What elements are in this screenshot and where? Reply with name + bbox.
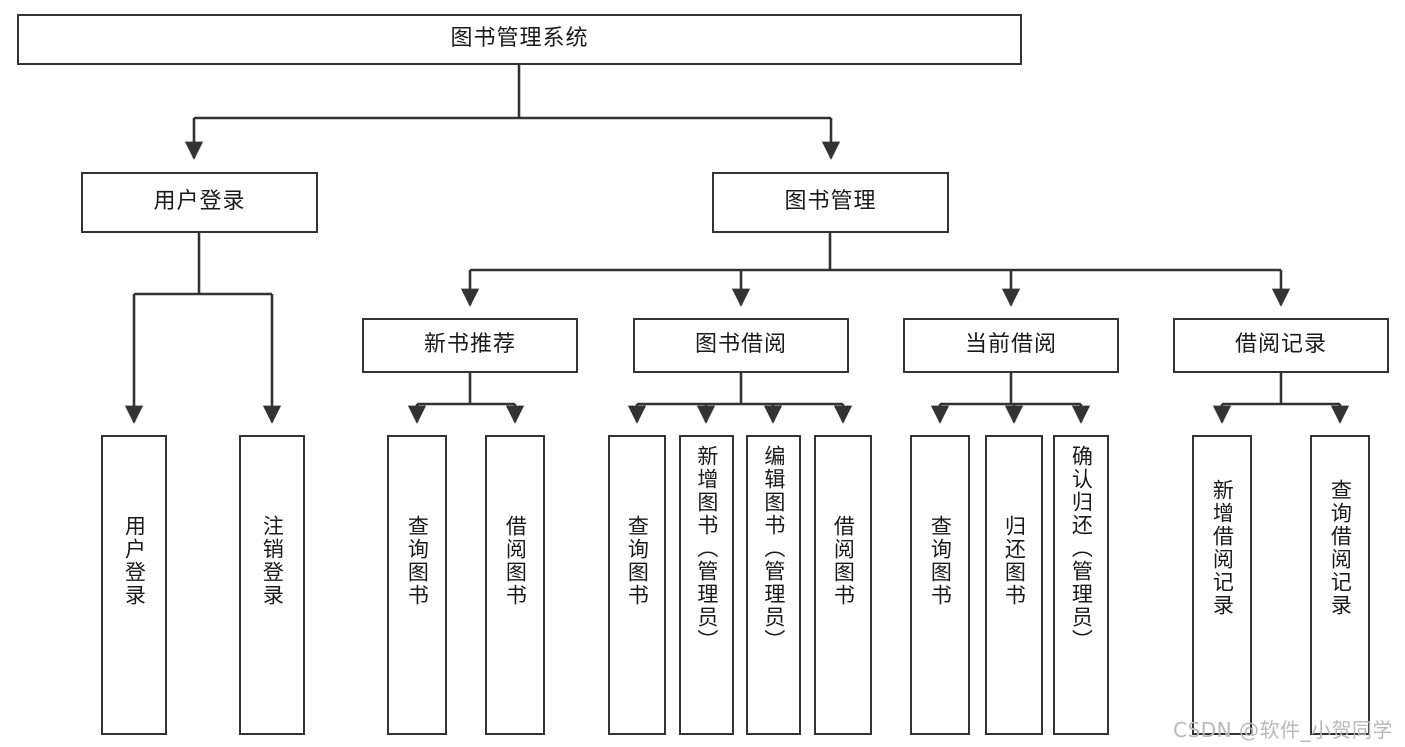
node-leaf-logout[interactable]: 注销登录	[239, 435, 305, 735]
node-leaf-cb-confirm-return[interactable]: 确认归还（管理员）	[1053, 435, 1109, 735]
node-root[interactable]: 图书管理系统	[17, 14, 1022, 65]
node-leaf-bw-edit-book-label: 编辑图书（管理员）	[761, 445, 786, 652]
node-leaf-bw-query-book-label: 查询图书	[625, 515, 650, 607]
node-leaf-br-add-record[interactable]: 新增借阅记录	[1192, 435, 1252, 735]
node-borrow-record[interactable]: 借阅记录	[1173, 318, 1389, 373]
node-book-manage-label: 图书管理	[784, 189, 877, 215]
node-leaf-cb-return-book[interactable]: 归还图书	[985, 435, 1043, 735]
node-leaf-br-query-record[interactable]: 查询借阅记录	[1310, 435, 1370, 735]
node-leaf-bw-add-book-label: 新增图书（管理员）	[694, 445, 719, 652]
node-book-borrow[interactable]: 图书借阅	[633, 318, 849, 373]
watermark: CSDN @软件_小贺同学	[1173, 718, 1393, 742]
node-leaf-bw-query-book[interactable]: 查询图书	[608, 435, 666, 735]
node-leaf-bw-borrow-book[interactable]: 借阅图书	[814, 435, 872, 735]
node-book-manage[interactable]: 图书管理	[712, 172, 949, 233]
node-borrow-record-label: 借阅记录	[1234, 332, 1327, 358]
node-new-book-rec[interactable]: 新书推荐	[362, 318, 578, 373]
node-leaf-cb-confirm-return-label: 确认归还（管理员）	[1069, 445, 1094, 652]
node-book-borrow-label: 图书借阅	[694, 332, 787, 358]
node-leaf-rec-query-book[interactable]: 查询图书	[387, 435, 447, 735]
node-leaf-user-login[interactable]: 用户登录	[101, 435, 167, 735]
node-leaf-bw-edit-book[interactable]: 编辑图书（管理员）	[746, 435, 801, 735]
node-leaf-logout-label: 注销登录	[260, 515, 285, 607]
node-leaf-rec-borrow-book[interactable]: 借阅图书	[485, 435, 545, 735]
node-leaf-cb-query-book-label: 查询图书	[928, 515, 953, 607]
node-leaf-user-login-label: 用户登录	[122, 515, 147, 607]
node-leaf-br-query-record-label: 查询借阅记录	[1328, 479, 1353, 617]
node-leaf-rec-borrow-book-label: 借阅图书	[503, 515, 528, 607]
node-leaf-cb-query-book[interactable]: 查询图书	[910, 435, 970, 735]
node-user-login[interactable]: 用户登录	[81, 172, 318, 233]
node-leaf-cb-return-book-label: 归还图书	[1002, 515, 1027, 607]
node-leaf-bw-borrow-book-label: 借阅图书	[831, 515, 856, 607]
node-leaf-br-add-record-label: 新增借阅记录	[1210, 479, 1235, 617]
node-current-borrow[interactable]: 当前借阅	[903, 318, 1119, 373]
node-leaf-bw-add-book[interactable]: 新增图书（管理员）	[679, 435, 734, 735]
node-root-label: 图书管理系统	[450, 26, 589, 52]
node-user-login-label: 用户登录	[153, 189, 246, 215]
node-leaf-rec-query-book-label: 查询图书	[405, 515, 430, 607]
node-current-borrow-label: 当前借阅	[964, 332, 1057, 358]
node-new-book-rec-label: 新书推荐	[423, 332, 516, 358]
